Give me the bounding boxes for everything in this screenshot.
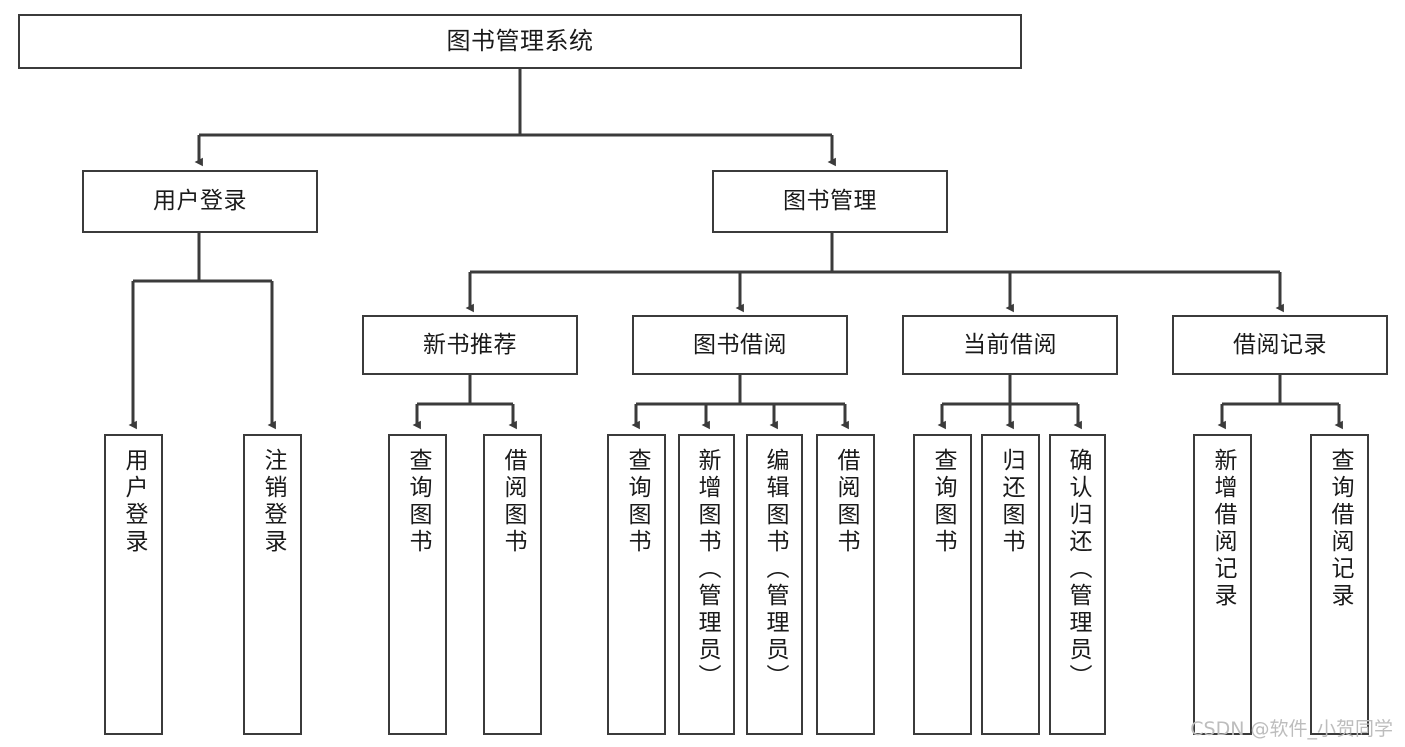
node-new-book-recommend[interactable]: 新书推荐 [362, 315, 578, 375]
node-label: 查询图书 [930, 448, 956, 556]
leaf-user-login-logout[interactable]: 注销登录 [243, 434, 302, 735]
leaf-current-borrow-return-book[interactable]: 归还图书 [981, 434, 1040, 735]
leaf-book-borrow-query-book[interactable]: 查询图书 [607, 434, 666, 735]
node-label: 借阅图书 [833, 448, 859, 556]
node-root-book-management-system[interactable]: 图书管理系统 [18, 14, 1022, 69]
node-label: 新书推荐 [423, 331, 517, 358]
leaf-new-book-borrow-book[interactable]: 借阅图书 [483, 434, 542, 735]
node-label: 借阅图书 [500, 448, 526, 556]
leaf-current-borrow-confirm-return-admin[interactable]: 确认归还（管理员） [1049, 434, 1106, 735]
node-label: 当前借阅 [963, 331, 1057, 358]
node-label: 查询图书 [405, 448, 431, 556]
node-book-management[interactable]: 图书管理 [712, 170, 948, 233]
node-user-login[interactable]: 用户登录 [82, 170, 318, 233]
watermark: CSDN @软件_小贺同学 [1190, 718, 1393, 740]
node-label: 用户登录 [153, 188, 247, 215]
node-label: 查询借阅记录 [1327, 448, 1353, 610]
node-book-borrow[interactable]: 图书借阅 [632, 315, 848, 375]
node-label: 新增图书（管理员） [694, 448, 720, 691]
node-label: 新增借阅记录 [1210, 448, 1236, 610]
node-borrow-record[interactable]: 借阅记录 [1172, 315, 1388, 375]
node-label: 用户登录 [121, 448, 147, 556]
leaf-user-login-login[interactable]: 用户登录 [104, 434, 163, 735]
node-current-borrow[interactable]: 当前借阅 [902, 315, 1118, 375]
leaf-new-book-query-book[interactable]: 查询图书 [388, 434, 447, 735]
leaf-book-borrow-borrow-book[interactable]: 借阅图书 [816, 434, 875, 735]
node-label: 图书管理系统 [446, 26, 594, 55]
node-label: 图书管理 [783, 188, 877, 215]
node-label: 图书借阅 [693, 331, 787, 358]
leaf-book-borrow-add-book-admin[interactable]: 新增图书（管理员） [678, 434, 735, 735]
node-label: 编辑图书（管理员） [762, 448, 788, 691]
leaf-book-borrow-edit-book-admin[interactable]: 编辑图书（管理员） [746, 434, 803, 735]
node-label: 注销登录 [260, 448, 286, 556]
node-label: 借阅记录 [1233, 331, 1327, 358]
node-label: 归还图书 [998, 448, 1024, 556]
node-label: 确认归还（管理员） [1065, 448, 1091, 691]
leaf-borrow-record-query-record[interactable]: 查询借阅记录 [1310, 434, 1369, 735]
leaf-borrow-record-add-record[interactable]: 新增借阅记录 [1193, 434, 1252, 735]
node-label: 查询图书 [624, 448, 650, 556]
leaf-current-borrow-query-book[interactable]: 查询图书 [913, 434, 972, 735]
